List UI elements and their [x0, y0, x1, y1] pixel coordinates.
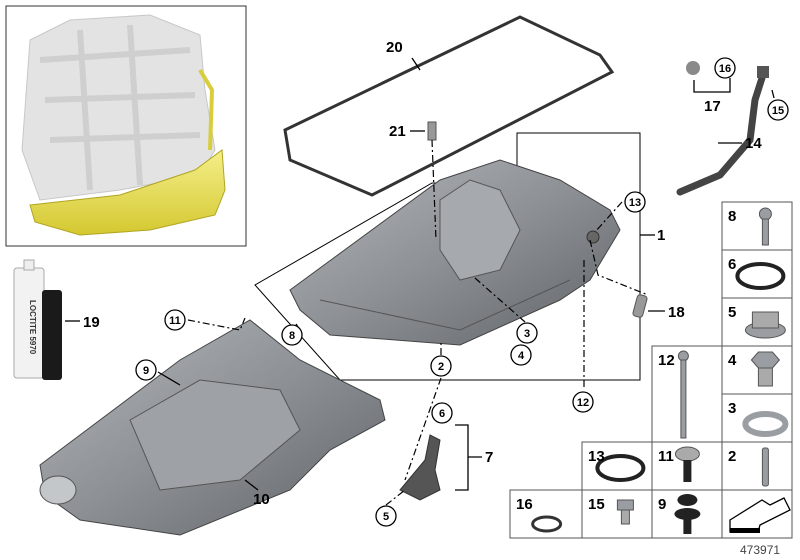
- label-19: 19: [83, 314, 100, 331]
- callout-6: 6: [439, 408, 445, 420]
- label-1: 1: [657, 227, 665, 244]
- parts-cell-4: 4: [721, 345, 793, 395]
- callout-circle: [375, 505, 397, 527]
- parts-cell-label: 12: [658, 352, 675, 369]
- callout-9: 9: [143, 365, 149, 377]
- callout-circle: [624, 191, 646, 213]
- label-18: 18: [668, 304, 685, 321]
- parts-cell-label: 4: [728, 352, 737, 369]
- parts-cell-label: 11: [658, 448, 674, 465]
- callout-15: 15: [772, 105, 784, 117]
- callout-16: 16: [719, 63, 731, 75]
- callout-circle: [431, 402, 453, 424]
- seal-ring-icon: [531, 515, 563, 533]
- product-logo: LOCTITE 5970: [28, 300, 37, 355]
- parts-cell-label: 6: [728, 256, 736, 273]
- long-bolt-icon: [677, 350, 689, 439]
- parts-cell-label: 3: [728, 400, 736, 417]
- parts-cell-12: 12: [651, 345, 723, 443]
- callout-circle: [135, 359, 157, 381]
- parts-cell-8: 8: [721, 201, 793, 251]
- expansion-rivet-icon: [674, 446, 700, 482]
- callout-circle: [572, 391, 594, 413]
- parts-cell-label: 16: [516, 496, 533, 513]
- parts-cell-label: 2: [728, 448, 736, 465]
- o-ring-icon: [735, 262, 786, 290]
- plain-labels: 20 21 17 14 1 18 19 7 10: [83, 39, 762, 508]
- parts-cell-9: 9: [651, 489, 723, 539]
- flange-nut-icon: [744, 311, 786, 339]
- leader-lines: [65, 57, 775, 506]
- oil-level-sensor: [399, 434, 441, 501]
- bolt-icon: [758, 207, 772, 246]
- parts-cell-2: 2: [721, 441, 793, 491]
- callout-circle: [281, 324, 303, 346]
- sealant-tube: LOCTITE 5970: [13, 259, 62, 380]
- label-20: 20: [386, 39, 403, 56]
- parts-cell-label: 5: [728, 304, 736, 321]
- callout-circle: [510, 344, 532, 366]
- washer-icon: [742, 411, 789, 437]
- engine-inset: [5, 5, 247, 247]
- parts-cell-5: 5: [721, 297, 793, 347]
- parts-cell-label: 15: [588, 496, 605, 513]
- parts-cell-label: 8: [728, 208, 736, 225]
- parts-cell-3: 3: [721, 393, 793, 443]
- callout-2: 2: [438, 361, 444, 373]
- parts-cell-16: 16: [509, 489, 583, 539]
- label-14: 14: [745, 135, 762, 152]
- callout-11: 11: [169, 315, 181, 327]
- callout-12: 12: [577, 397, 589, 409]
- callout-circle: [714, 57, 736, 79]
- callout-circle: [767, 99, 789, 121]
- parts-cell-13: 13: [581, 441, 653, 491]
- callout-3: 3: [524, 328, 530, 340]
- callout-5: 5: [383, 511, 389, 523]
- callout-circle: [164, 309, 186, 331]
- dipstick-tube: [676, 74, 766, 196]
- callout-8: 8: [289, 330, 295, 342]
- parts-cell-label: 9: [658, 496, 666, 513]
- label-7: 7: [485, 449, 493, 466]
- callout-13: 13: [629, 197, 641, 209]
- callout-circle: [430, 355, 452, 377]
- callout-circle: [516, 322, 538, 344]
- stud-icon: [761, 447, 769, 487]
- oil-pan-gasket: [283, 15, 615, 197]
- parts-cell-label: 13: [588, 448, 605, 465]
- catalog-number: 473971: [740, 543, 780, 557]
- hex-bolt-icon: [616, 499, 634, 525]
- push-rivet-icon: [674, 494, 701, 534]
- parts-cell-6: 6: [721, 249, 793, 299]
- hex-plug-icon: [750, 351, 781, 387]
- label-17: 17: [704, 98, 721, 115]
- label-21: 21: [389, 123, 406, 140]
- parts-cell-15: 15: [581, 489, 653, 539]
- o-ring-icon: [595, 454, 646, 482]
- callout-4: 4: [518, 350, 525, 362]
- label-10: 10: [253, 491, 270, 508]
- parts-cell-11: 11: [651, 441, 723, 491]
